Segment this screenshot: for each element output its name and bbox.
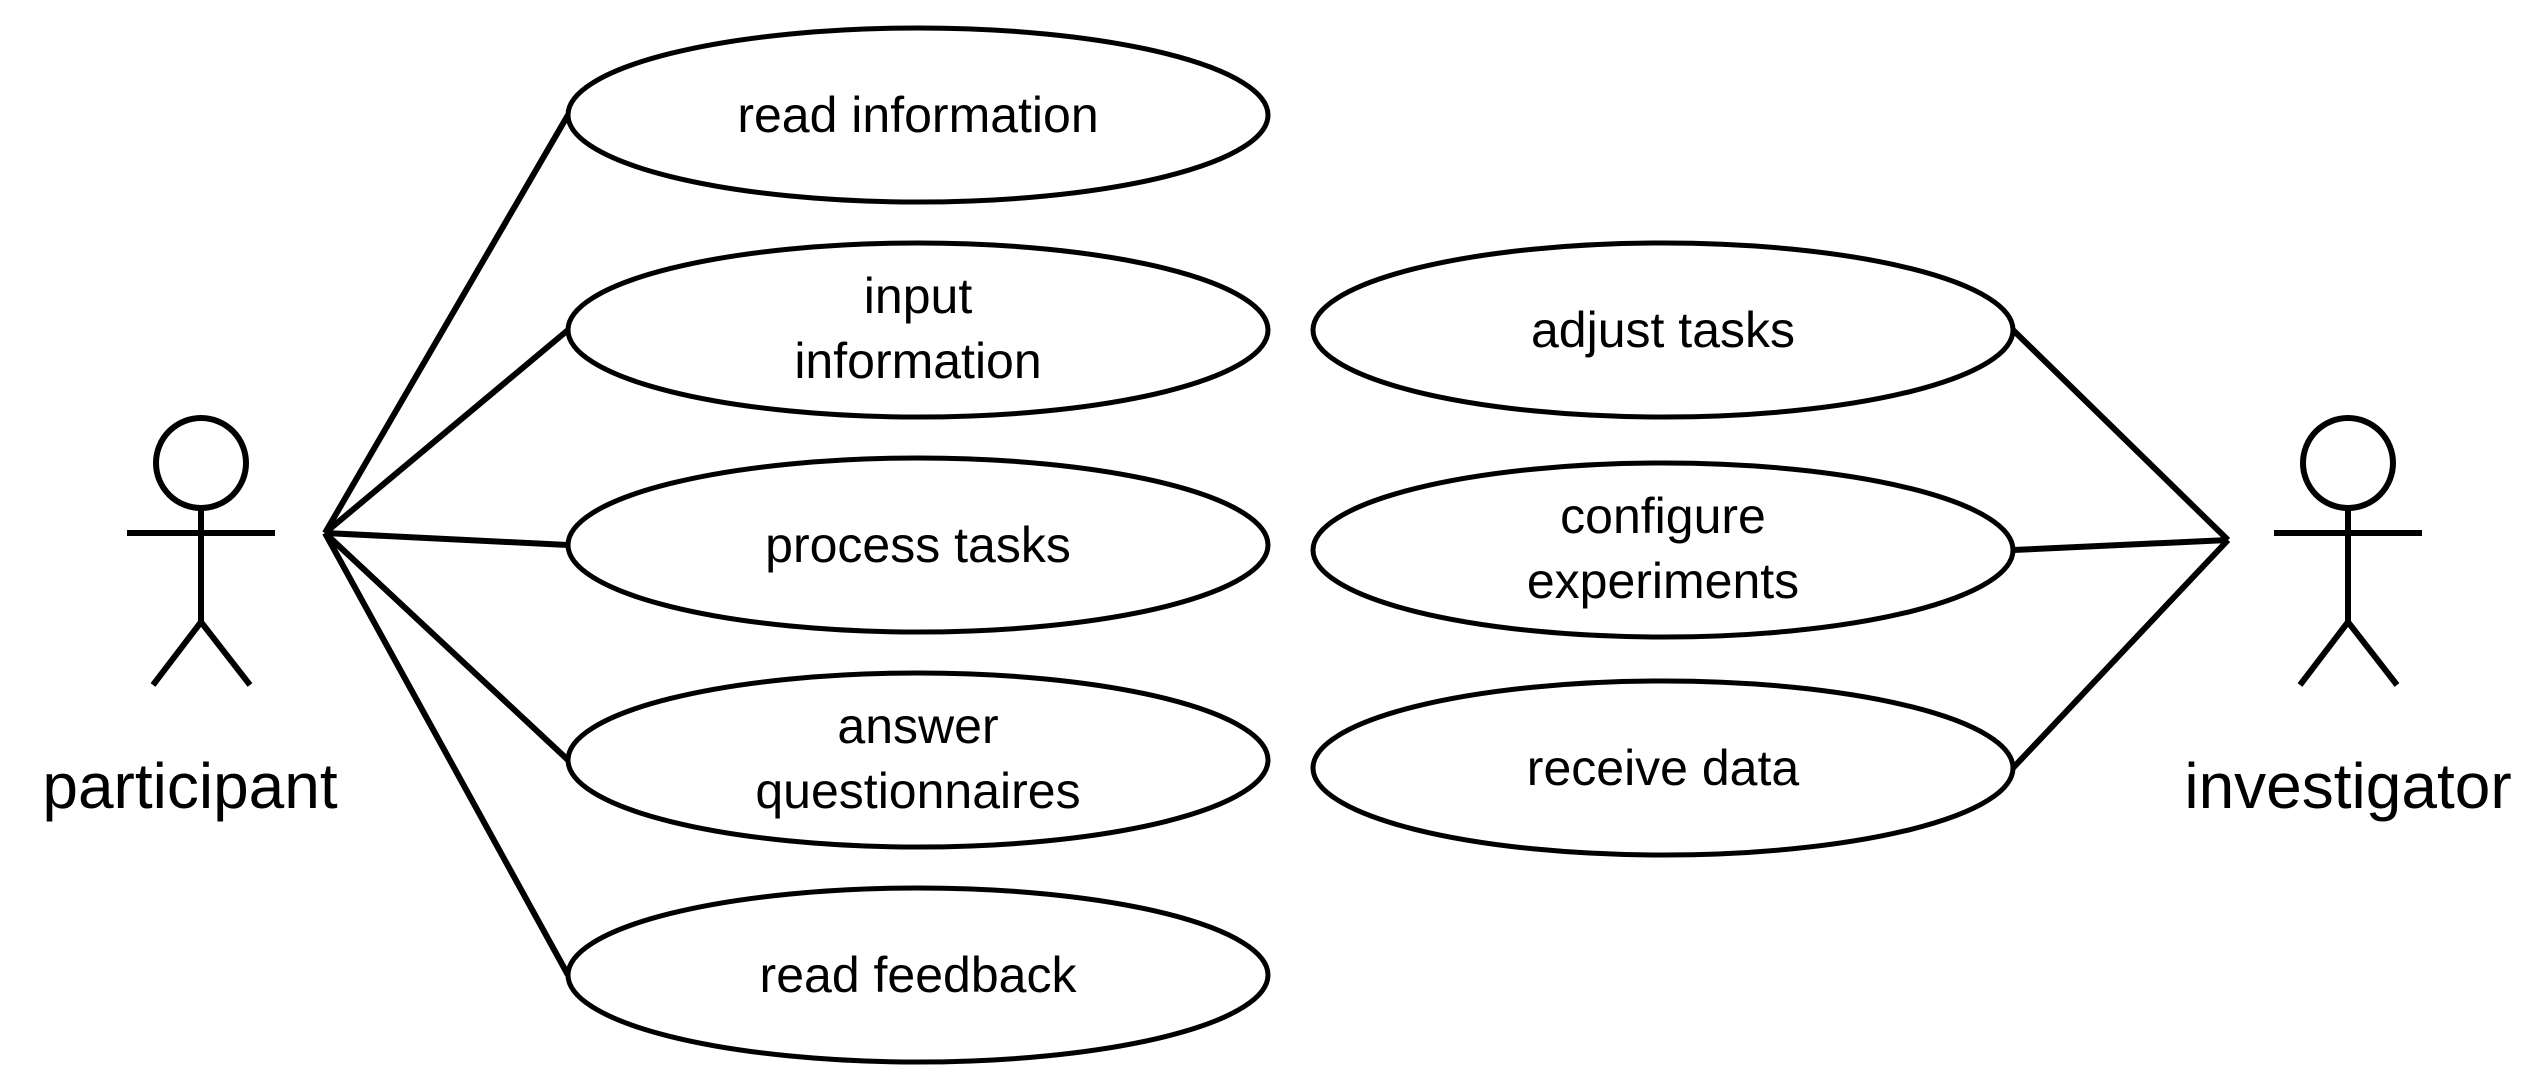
use-case-input-information: input information (565, 240, 1271, 420)
use-case-read-feedback: read feedback (565, 885, 1271, 1065)
association-read-information (322, 113, 571, 535)
use-case-label: process tasks (765, 517, 1071, 573)
use-case-label-line-2: questionnaires (755, 763, 1080, 819)
use-case-label-line-2: information (794, 333, 1041, 389)
use-case-read-information: read information (565, 25, 1271, 205)
use-case-adjust-tasks: adjust tasks (1310, 240, 2016, 420)
participant-associations (322, 113, 571, 977)
use-case-ellipse (1310, 460, 2016, 640)
association-process-tasks (324, 530, 569, 548)
use-case-configure-experiments: configure experiments (1310, 460, 2016, 640)
actor-head (153, 415, 249, 511)
association-receive-data (2010, 537, 2231, 771)
actor-participant: participant (42, 415, 338, 822)
stick-figure-icon (2274, 415, 2422, 687)
use-case-ellipse (565, 885, 1271, 1065)
investigator-associations (2010, 327, 2231, 771)
actor-right-leg (2345, 620, 2400, 687)
use-case-ellipse (1310, 240, 2016, 420)
actor-investigator: investigator (2184, 415, 2512, 822)
association-answer-questionnaires (322, 530, 571, 763)
actor-head (2300, 415, 2396, 511)
use-case-ellipse (565, 670, 1271, 850)
use-case-ellipse (565, 240, 1271, 420)
association-adjust-tasks (2010, 327, 2231, 543)
use-case-label: read information (737, 87, 1098, 143)
use-case-ellipse (565, 455, 1271, 635)
use-case-label-line-2: experiments (1527, 553, 1799, 609)
actor-right-leg (198, 620, 253, 687)
use-case-ellipse (1310, 678, 2016, 858)
stick-figure-icon (127, 415, 275, 687)
actor-label: participant (42, 750, 338, 822)
use-case-label: adjust tasks (1531, 302, 1795, 358)
use-case-receive-data: receive data (1310, 678, 2016, 858)
actor-label: investigator (2184, 750, 2511, 822)
use-case-label-line-1: input (864, 268, 973, 324)
use-case-answer-questionnaires: answer questionnaires (565, 670, 1271, 850)
use-case-label-line-1: configure (1560, 488, 1766, 544)
actor-left-leg (2297, 620, 2351, 687)
use-case-ellipse (565, 25, 1271, 205)
association-configure-experiments (2012, 537, 2229, 553)
use-case-label: receive data (1527, 740, 1800, 796)
association-read-feedback (322, 531, 571, 977)
use-case-label-line-1: answer (837, 698, 998, 754)
actor-left-leg (150, 620, 204, 687)
use-case-process-tasks: process tasks (565, 455, 1271, 635)
association-input-information (323, 327, 570, 536)
use-case-label: read feedback (760, 947, 1078, 1003)
